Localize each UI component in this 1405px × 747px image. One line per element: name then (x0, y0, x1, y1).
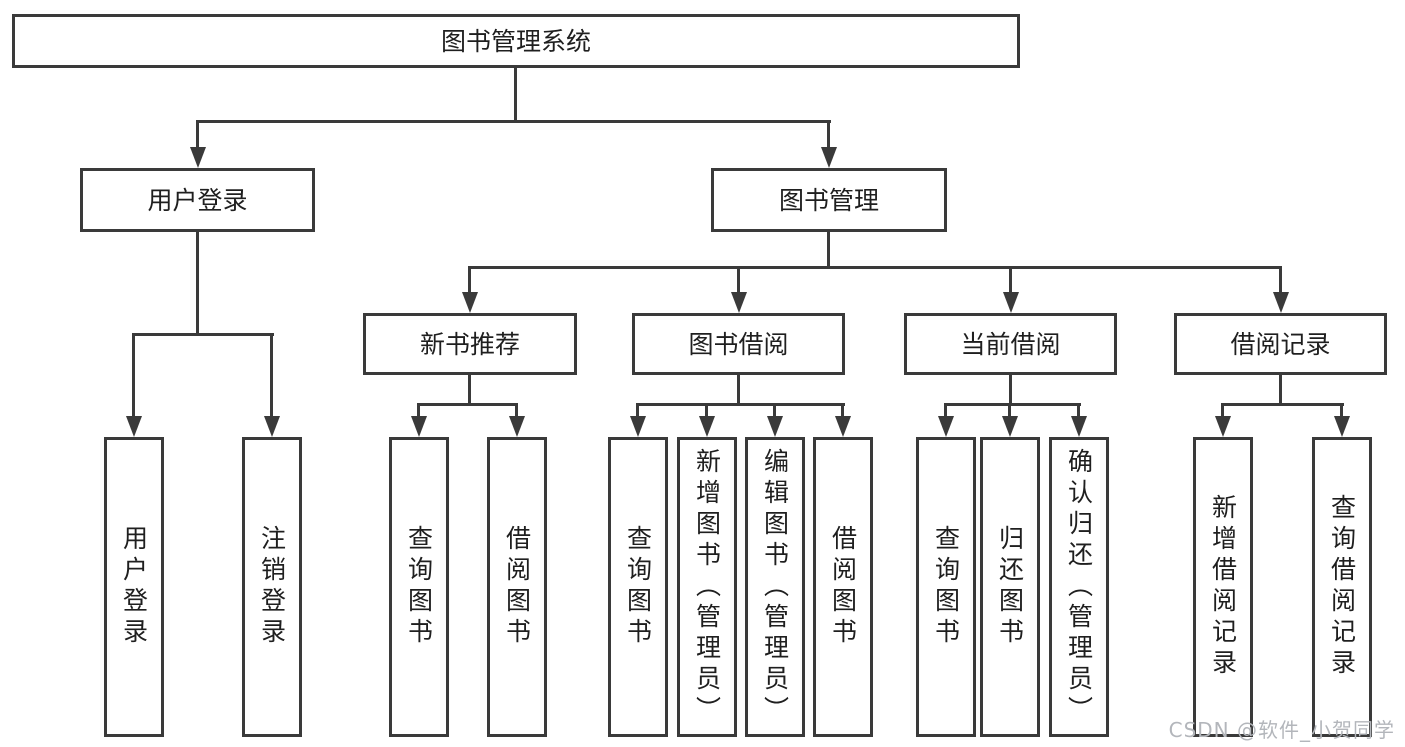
connector-drop-user-login (196, 120, 199, 149)
node-book-management: 图书管理 (711, 168, 947, 232)
connector-level1-rail (196, 120, 831, 123)
connector-book-borrow-trunk (737, 375, 740, 406)
node-current-borrowing-label: 当前借阅 (960, 329, 1061, 359)
connector-drop (417, 403, 420, 420)
connector-current-borrow-trunk (1009, 375, 1012, 406)
leaf-logout: 注销登录 (242, 437, 302, 737)
connector-drop-book-management (827, 120, 830, 149)
leaf-add-borrow-record: 新增借阅记录 (1193, 437, 1253, 737)
leaf-query-books-borrow: 查询图书 (608, 437, 668, 737)
connector-level3-rail (468, 266, 1281, 269)
connector-drop (636, 403, 639, 420)
arrow-down-icon (264, 416, 280, 437)
connector-drop (944, 403, 947, 420)
node-root: 图书管理系统 (12, 14, 1020, 68)
leaf-logout-label: 注销登录 (257, 525, 287, 649)
leaf-confirm-return-admin-label: 确认归还（管理员） (1064, 447, 1094, 727)
node-new-book-recommend: 新书推荐 (363, 313, 577, 375)
arrow-down-icon (1003, 292, 1019, 313)
leaf-borrow-books-recommend-label: 借阅图书 (502, 525, 532, 649)
connector-drop (1008, 403, 1011, 420)
arrow-down-icon (1334, 416, 1350, 437)
connector-drop (705, 403, 708, 420)
watermark: CSDN @软件_小贺同学 (1169, 714, 1395, 743)
arrow-down-icon (190, 147, 206, 168)
connector-current-borrow-rail (944, 403, 1081, 406)
connector-drop (515, 403, 518, 420)
leaf-query-borrow-record: 查询借阅记录 (1312, 437, 1372, 737)
leaf-query-books-current-label: 查询图书 (931, 525, 961, 649)
connector-drop (1077, 403, 1080, 420)
watermark-text: CSDN @软件_小贺同学 (1168, 718, 1395, 742)
arrow-down-icon (411, 416, 427, 437)
connector-drop (1340, 403, 1343, 420)
connector-drop-book-borrow (737, 266, 740, 295)
leaf-query-books-recommend: 查询图书 (389, 437, 449, 737)
arrow-down-icon (126, 416, 142, 437)
connector-drop (773, 403, 776, 420)
leaf-user-login: 用户登录 (104, 437, 164, 737)
connector-drop-new-book (468, 266, 471, 295)
leaf-query-books-recommend-label: 查询图书 (404, 525, 434, 649)
arrow-down-icon (731, 292, 747, 313)
arrow-down-icon (1002, 416, 1018, 437)
connector-user-login-trunk (196, 232, 199, 335)
leaf-return-books-label: 归还图书 (995, 525, 1025, 649)
arrow-down-icon (938, 416, 954, 437)
leaf-user-login-label: 用户登录 (119, 525, 149, 649)
arrow-down-icon (699, 416, 715, 437)
node-borrow-records-label: 借阅记录 (1230, 329, 1331, 359)
node-current-borrowing: 当前借阅 (904, 313, 1117, 375)
node-root-label: 图书管理系统 (440, 26, 591, 56)
node-book-borrowing-label: 图书借阅 (688, 329, 789, 359)
leaf-borrow-books-recommend: 借阅图书 (487, 437, 547, 737)
node-new-book-recommend-label: 新书推荐 (419, 329, 520, 359)
connector-book-management-trunk (827, 232, 830, 269)
leaf-add-books-admin-label: 新增图书（管理员） (692, 447, 722, 727)
connector-drop-leaf-logout (270, 333, 273, 418)
connector-new-book-rail (417, 403, 518, 406)
connector-drop-leaf-user-login (132, 333, 135, 418)
leaf-add-books-admin: 新增图书（管理员） (677, 437, 737, 737)
leaf-query-books-borrow-label: 查询图书 (623, 525, 653, 649)
node-user-login-label: 用户登录 (147, 185, 248, 215)
connector-borrow-record-rail (1221, 403, 1344, 406)
node-user-login: 用户登录 (80, 168, 315, 232)
node-book-management-label: 图书管理 (778, 185, 879, 215)
arrow-down-icon (462, 292, 478, 313)
leaf-borrow-books-label: 借阅图书 (828, 525, 858, 649)
leaf-add-borrow-record-label: 新增借阅记录 (1208, 494, 1238, 680)
leaf-borrow-books: 借阅图书 (813, 437, 873, 737)
connector-drop-borrow-record (1279, 266, 1282, 295)
arrow-down-icon (835, 416, 851, 437)
arrow-down-icon (509, 416, 525, 437)
arrow-down-icon (630, 416, 646, 437)
leaf-edit-books-admin-label: 编辑图书（管理员） (760, 447, 790, 727)
node-book-borrowing: 图书借阅 (632, 313, 845, 375)
connector-drop (1221, 403, 1224, 420)
arrow-down-icon (767, 416, 783, 437)
leaf-return-books: 归还图书 (980, 437, 1040, 737)
connector-borrow-record-trunk (1279, 375, 1282, 406)
arrow-down-icon (1071, 416, 1087, 437)
connector-drop-current-borrow (1009, 266, 1012, 295)
node-borrow-records: 借阅记录 (1174, 313, 1387, 375)
connector-book-borrow-rail (636, 403, 845, 406)
connector-drop (841, 403, 844, 420)
leaf-query-borrow-record-label: 查询借阅记录 (1327, 494, 1357, 680)
leaf-query-books-current: 查询图书 (916, 437, 976, 737)
arrow-down-icon (821, 147, 837, 168)
leaf-edit-books-admin: 编辑图书（管理员） (745, 437, 805, 737)
arrow-down-icon (1273, 292, 1289, 313)
connector-new-book-trunk (468, 375, 471, 406)
arrow-down-icon (1215, 416, 1231, 437)
leaf-confirm-return-admin: 确认归还（管理员） (1049, 437, 1109, 737)
connector-root-trunk (514, 68, 517, 120)
connector-user-login-rail (132, 333, 274, 336)
